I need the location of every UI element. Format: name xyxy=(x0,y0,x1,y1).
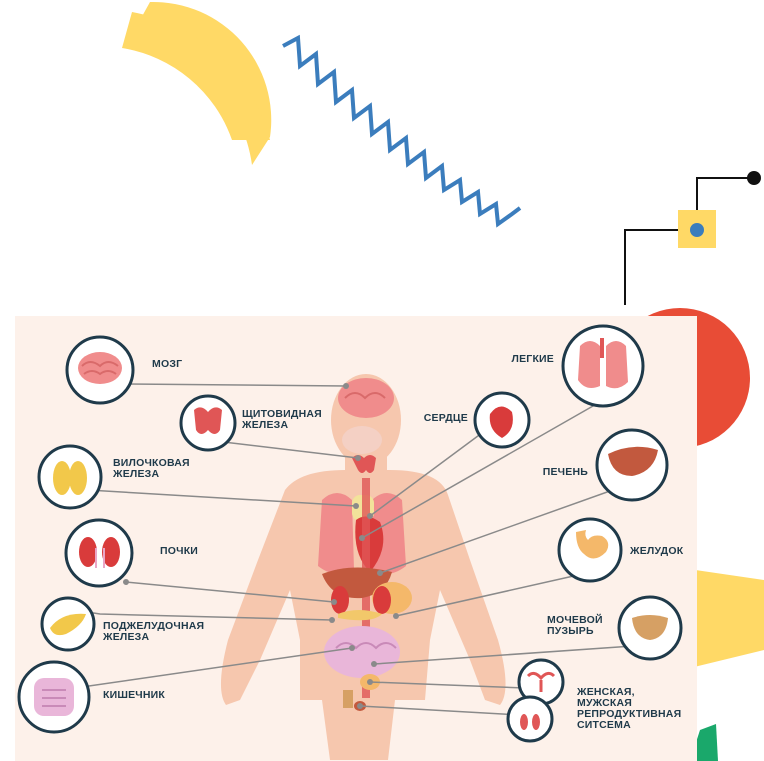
label-thymus: ВИЛОЧКОВАЯ ЖЕЛЕЗА xyxy=(113,458,190,480)
stomach-icon xyxy=(559,519,621,581)
thyroid-icon xyxy=(181,396,235,450)
connector-line-lower xyxy=(625,230,678,305)
connector-dot xyxy=(747,171,761,185)
intestine-icon xyxy=(19,662,89,732)
label-bladder: МОЧЕВОЙ ПУЗЫРЬ xyxy=(547,615,603,637)
male-reproductive-icon xyxy=(508,697,552,741)
label-pancreas: ПОДЖЕЛУДОЧНАЯ ЖЕЛЕЗА xyxy=(103,621,204,643)
blue-zigzag-decoration xyxy=(283,38,520,224)
connector-line-decoration xyxy=(697,178,756,210)
label-thyroid: ЩИТОВИДНАЯ ЖЕЛЕЗА xyxy=(242,409,322,431)
label-lungs: ЛЕГКИЕ xyxy=(492,354,554,365)
kidneys-icon xyxy=(66,520,132,586)
label-stomach: ЖЕЛУДОК xyxy=(630,546,683,557)
lungs-icon xyxy=(563,326,643,406)
brain-icon xyxy=(67,337,133,403)
label-intestine: КИШЕЧНИК xyxy=(103,690,165,701)
heart-icon xyxy=(475,393,529,447)
label-liver: ПЕЧЕНЬ xyxy=(528,467,588,478)
label-heart: СЕРДЦЕ xyxy=(408,413,468,424)
label-brain: МОЗГ xyxy=(152,359,182,370)
blue-node-dot xyxy=(690,223,704,237)
bladder-icon xyxy=(619,597,681,659)
liver-icon xyxy=(597,430,667,500)
kidney-right xyxy=(373,586,391,614)
label-reproductive: ЖЕНСКАЯ, МУЖСКАЯ РЕПРОДУКТИВНАЯ СИТСЕМА xyxy=(577,687,681,731)
pancreas-icon xyxy=(42,598,94,650)
thymus-icon xyxy=(39,446,101,508)
intestine-organ xyxy=(324,626,400,678)
label-kidneys: ПОЧКИ xyxy=(160,546,198,557)
